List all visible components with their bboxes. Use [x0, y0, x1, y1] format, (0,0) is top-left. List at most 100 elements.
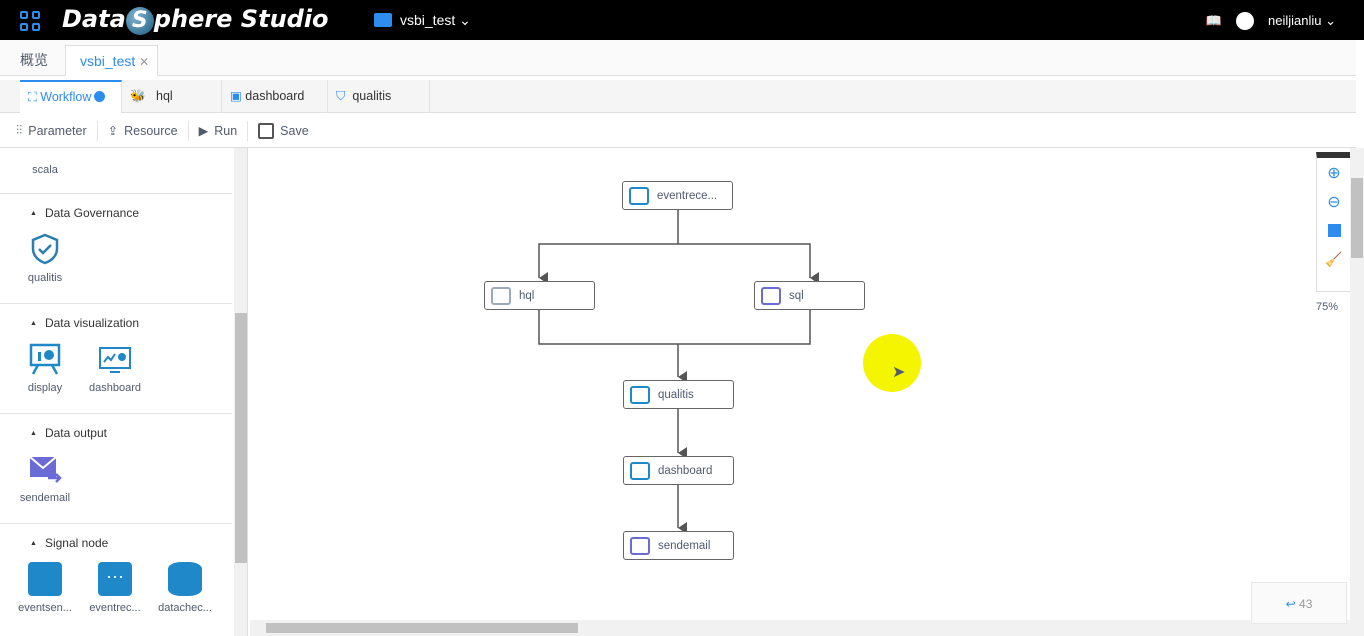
dashboard-icon [630, 461, 650, 480]
broom-icon[interactable]: 🧹 [1325, 251, 1343, 267]
workflow-icon: ⛶ [28, 90, 37, 104]
unsaved-dot [94, 91, 106, 102]
node-datachecker[interactable]: datachec... [150, 562, 220, 614]
github-icon[interactable] [1236, 12, 1254, 30]
user-menu[interactable]: neiljianliu ⌄ [1268, 13, 1336, 28]
workflow-node[interactable]: hql [484, 281, 595, 310]
workflow-node[interactable]: sendemail [623, 531, 734, 560]
tab-hql[interactable]: 🐝 hql [122, 80, 222, 113]
palette-section: Data output sendemail [0, 414, 232, 524]
tab-label: Workflow [40, 90, 92, 104]
book-icon[interactable]: 📖 [1205, 13, 1222, 28]
node-label: display [27, 382, 63, 394]
zoom-level: 75% [1316, 301, 1339, 313]
logo-text: Data [62, 5, 126, 33]
node-label: dashboard [89, 382, 141, 394]
node-label: scala [32, 164, 58, 176]
fit-screen-icon[interactable] [1317, 216, 1351, 245]
save-button[interactable]: Save [248, 121, 319, 141]
node-eventsender[interactable]: eventsen... [10, 562, 80, 614]
logo-text: phere Studio [153, 5, 329, 33]
section-title[interactable]: Data visualization [0, 304, 232, 330]
run-button[interactable]: ▶Run [189, 120, 249, 141]
palette-section: scala [0, 148, 232, 194]
zoom-panel: ⊕ ⊖ 🧹 [1316, 152, 1352, 292]
vertical-scrollbar[interactable] [1350, 148, 1364, 636]
section-title[interactable]: Signal node [0, 524, 232, 550]
node-label: sql [789, 289, 804, 302]
tab-workflow[interactable]: ⛶ Workflow [20, 80, 122, 113]
tab-label: hql [156, 89, 173, 103]
badge-count: 43 [1299, 597, 1313, 611]
section-title[interactable]: Data output [0, 414, 232, 440]
workflow-edges [538, 210, 819, 534]
undo-icon: ↩ [1285, 597, 1296, 611]
workflow-node[interactable]: sql [754, 281, 865, 310]
history-badge[interactable]: ↩ 43 [1251, 582, 1347, 624]
workflow-tabs: ⛶ Workflow 🐝 hql ▣ dashboard ⛉ qualitis [0, 80, 1356, 113]
node-label: sendemail [19, 492, 71, 504]
presentation-icon [29, 343, 61, 375]
node-label: sendemail [658, 539, 711, 552]
node-eventreceiver[interactable]: ···eventrec... [80, 562, 150, 614]
zoom-out-icon[interactable]: ⊖ [1327, 193, 1341, 211]
node-label: eventsen... [18, 602, 72, 614]
node-qualitis[interactable]: qualitis [10, 232, 80, 284]
hive-icon: 🐝 [130, 89, 146, 103]
button-label: Parameter [28, 123, 87, 138]
dashboard-icon: ▣ [230, 89, 242, 103]
node-label: eventrece... [657, 189, 718, 202]
palette-section: Signal node eventsen... ···eventrec... d… [0, 524, 232, 636]
node-label: datachec... [158, 602, 212, 614]
workflow-node[interactable]: dashboard [623, 456, 734, 485]
section-title[interactable]: Data Governance [0, 194, 232, 220]
tab-label: 概览 [20, 52, 48, 68]
node-display[interactable]: display [10, 342, 80, 394]
project-selector[interactable]: vsbi_test ⌄ [374, 12, 471, 29]
node-sendemail[interactable]: sendemail [10, 452, 80, 504]
node-scala[interactable]: scala [10, 164, 80, 176]
pointer-icon: ➤ [892, 364, 906, 381]
tab-label: vsbi_test [80, 53, 136, 69]
play-icon: ▶ [198, 124, 209, 138]
upload-icon: ⇪ [107, 124, 119, 138]
tab-dashboard[interactable]: ▣ dashboard [222, 80, 328, 113]
resource-button[interactable]: ⇪ Resource [98, 120, 189, 141]
project-name: vsbi_test [400, 12, 456, 28]
tab-vsbi-test[interactable]: vsbi_test ✕ [65, 45, 159, 76]
palette-scrollbar[interactable] [234, 148, 247, 636]
tab-overview[interactable]: 概览 [6, 45, 62, 76]
node-dashboard[interactable]: dashboard [80, 342, 150, 394]
apps-grid-icon[interactable] [20, 11, 40, 31]
edge [538, 210, 679, 284]
workflow-node[interactable]: eventrece... [622, 181, 733, 210]
shield-check-icon [630, 385, 650, 404]
parameter-button[interactable]: ⫶⫶ Parameter [16, 120, 98, 141]
node-label: eventrec... [89, 602, 141, 614]
palette-section: Data visualization display dashboard [0, 304, 232, 414]
main-tabs: 概览 vsbi_test ✕ [0, 40, 1356, 76]
dashboard-icon [99, 347, 131, 373]
tab-qualitis[interactable]: ⛉ qualitis [328, 80, 430, 113]
horizontal-scrollbar[interactable] [250, 620, 1350, 636]
shield-check-icon [31, 233, 59, 265]
workflow-node[interactable]: qualitis [623, 380, 734, 409]
node-label: dashboard [658, 464, 713, 477]
star-icon [761, 286, 781, 305]
edge [678, 243, 819, 284]
palette-section: Data Governance qualitis [0, 194, 232, 304]
folder-icon [374, 13, 392, 27]
toolbar: ⫶⫶ Parameter ⇪ Resource ▶Run Save [0, 114, 1356, 148]
close-icon[interactable]: ✕ [139, 55, 150, 69]
logo-sphere: S [125, 7, 154, 35]
zoom-in-icon[interactable]: ⊕ [1327, 164, 1341, 182]
sliders-icon: ⫶⫶ [16, 123, 23, 137]
tab-label: dashboard [245, 89, 305, 103]
hive-icon [491, 286, 511, 305]
node-label: hql [519, 289, 535, 302]
button-label: Resource [124, 123, 178, 138]
send-email-icon [29, 456, 62, 483]
workflow-canvas[interactable] [250, 148, 1356, 636]
